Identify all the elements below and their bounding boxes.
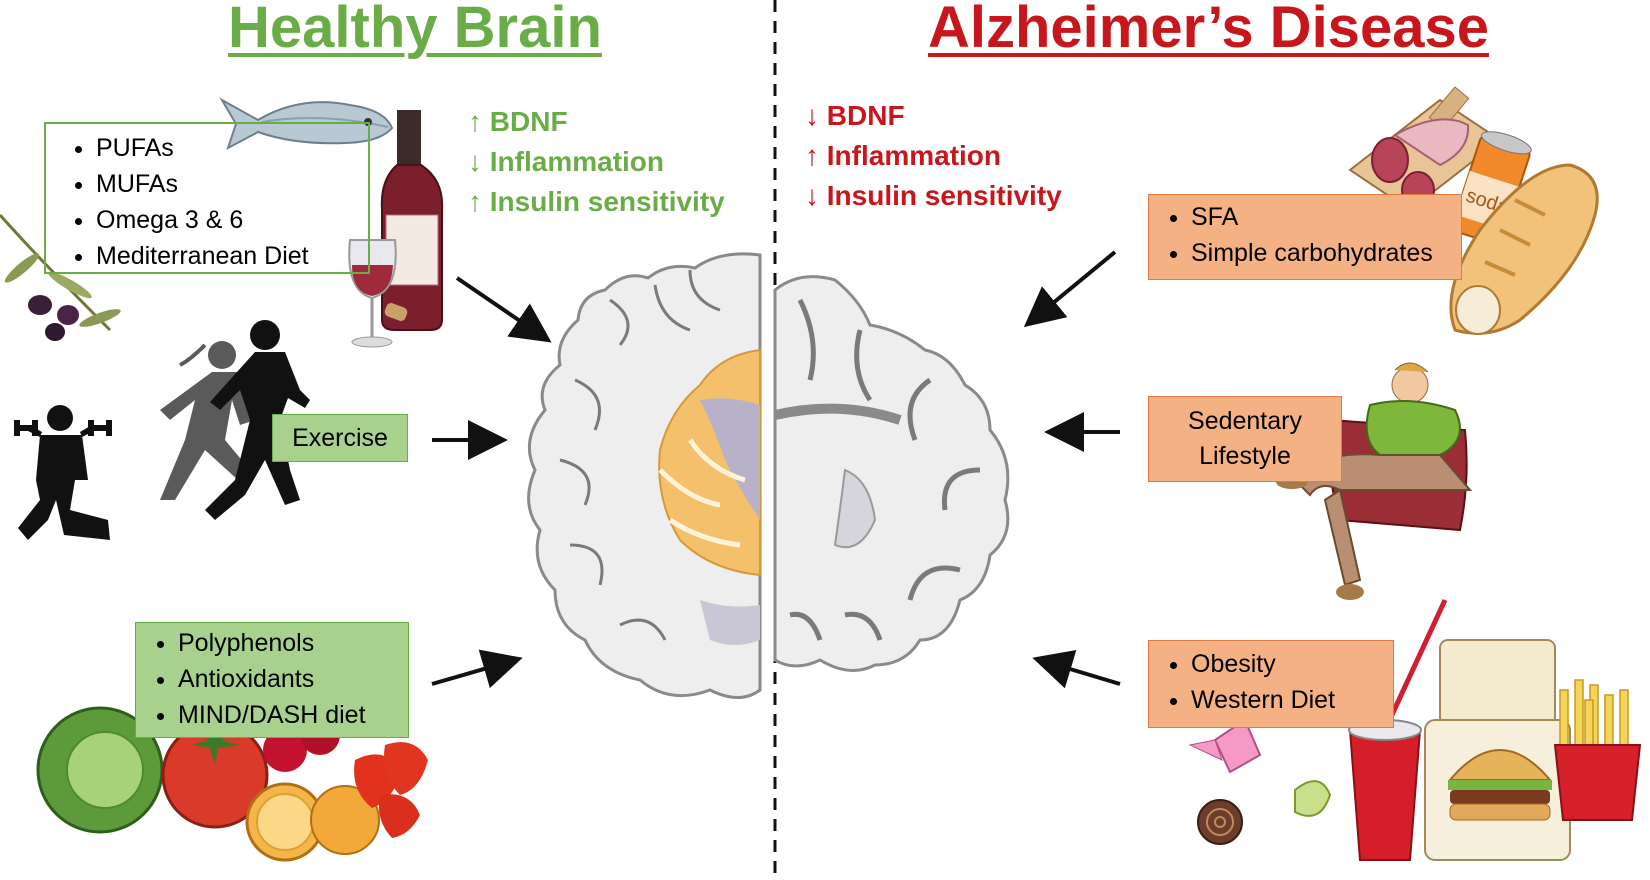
list-item: Omega 3 & 6 — [96, 202, 368, 238]
list-item: SFA — [1191, 199, 1461, 235]
healthy-effect-bdnf: ↑ BDNF — [468, 106, 568, 137]
fish-icon — [219, 97, 394, 151]
list-item: Simple carbohydrates — [1191, 235, 1461, 271]
list-item: Obesity — [1191, 646, 1393, 682]
list-item: Western Diet — [1191, 682, 1393, 718]
healthy-diet-box: PUFAs MUFAs Omega 3 & 6 Mediterranean Di… — [44, 122, 370, 274]
sedentary-line-1: Sedentary — [1188, 407, 1302, 435]
arrow-obesity-to-brain — [1032, 650, 1121, 689]
runners-icon — [160, 320, 310, 520]
alzheimers-effect-insulin: ↓ Insulin sensitivity — [805, 180, 1062, 211]
arrow-plants-to-brain — [431, 649, 523, 689]
brain-cross-section-icon — [527, 252, 1010, 699]
dumbbell-woman-icon — [14, 405, 112, 540]
healthy-brain-title: Healthy Brain — [228, 0, 602, 60]
arrows — [431, 250, 1121, 689]
fries-icon — [1553, 679, 1642, 821]
arrow-sfa-to-brain — [1023, 250, 1117, 328]
alzheimers-title: Alzheimer’s Disease — [928, 0, 1489, 60]
burger-icon — [1424, 639, 1571, 861]
obesity-box: Obesity Western Diet — [1148, 640, 1394, 728]
candy-icon — [1188, 718, 1332, 845]
arrow-diet-to-brain — [455, 276, 552, 343]
list-item: MIND/DASH diet — [178, 697, 408, 733]
list-item: Antioxidants — [178, 661, 408, 697]
list-item: PUFAs — [96, 130, 368, 166]
list-item: Mediterranean Diet — [96, 238, 368, 274]
healthy-effect-insulin: ↑ Insulin sensitivity — [468, 186, 725, 217]
healthy-effect-inflammation: ↓ Inflammation — [468, 146, 665, 177]
sedentary-lifestyle-box: Sedentary Lifestyle — [1148, 396, 1342, 482]
vegetables-fruits-icon — [36, 706, 428, 862]
sedentary-line-2: Lifestyle — [1199, 442, 1291, 470]
alzheimers-diet-box: SFA Simple carbohydrates — [1148, 194, 1462, 280]
olive-branch-icon — [0, 214, 121, 341]
plant-nutrients-box: Polyphenols Antioxidants MIND/DASH diet — [135, 622, 409, 738]
exercise-label: Exercise — [292, 424, 388, 452]
wine-bottle-icon — [380, 110, 444, 331]
bread-icon — [1449, 163, 1599, 335]
alzheimers-effect-bdnf: ↓ BDNF — [805, 100, 905, 131]
healthy-effects: ↑ BDNF ↓ Inflammation ↑ Insulin sensitiv… — [468, 102, 725, 222]
wine-glass-icon — [348, 239, 408, 348]
exercise-box: Exercise — [272, 414, 408, 462]
list-item: Polyphenols — [178, 625, 408, 661]
soft-drink-icon — [1348, 598, 1448, 861]
soda-can-icon: soda — [1451, 131, 1532, 246]
list-item: MUFAs — [96, 166, 368, 202]
alzheimers-effects: ↓ BDNF ↑ Inflammation ↓ Insulin sensitiv… — [805, 96, 1062, 216]
alzheimers-effect-inflammation: ↑ Inflammation — [805, 140, 1002, 171]
